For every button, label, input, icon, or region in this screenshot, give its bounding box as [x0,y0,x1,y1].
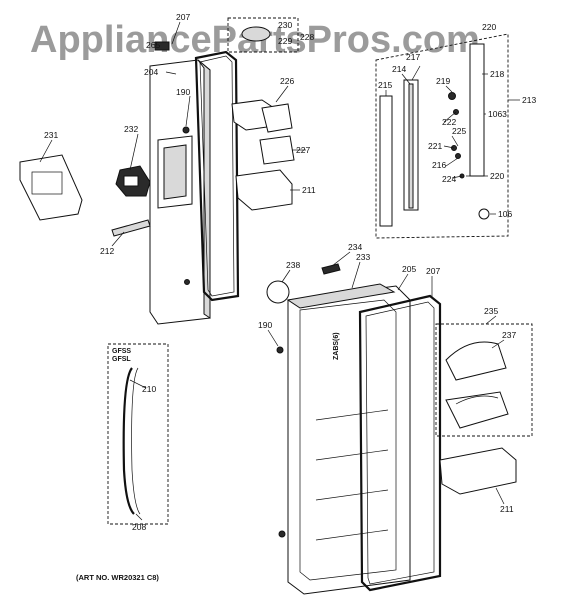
callout-237: 237 [502,330,516,340]
callout-224: 224 [442,174,456,184]
callout-215: 215 [378,80,392,90]
callout-226: 226 [280,76,294,86]
handle-model-gfsl: GFSL [112,356,131,363]
callout-210: 210 [142,384,156,394]
callout-106: 106 [498,209,512,219]
fresh-food-door-outer [287,285,411,595]
bar-215 [379,95,393,227]
bar-217 [408,83,414,209]
door-screw-fresh-lower [278,530,286,538]
callout-219: 219 [436,76,450,86]
callout-234: 234 [348,242,362,252]
top-cap [154,41,170,51]
door-top-trim [286,283,396,309]
callout-232: 232 [124,124,138,134]
bin-237-lower-curve [455,395,499,405]
fresh-food-bins [439,341,517,495]
handle-kit-box [107,343,169,525]
shelf-bin-227 [259,135,295,165]
door-screw-fresh-upper [276,346,284,354]
shelf-bin-211-upper [235,169,293,211]
control-assembly-box [375,33,509,239]
callout-231: 231 [44,130,58,140]
door-shelf-rib-1 [315,409,389,421]
freezer-door-assembly [149,41,240,325]
callout-221: 221 [428,141,442,151]
callout-1063: 1063 [488,109,507,119]
callout-222: 222 [442,117,456,127]
control-panel-screen [31,171,63,195]
callout-205: 205 [402,264,416,274]
callout-204: 204 [144,67,158,77]
part-106 [478,208,490,220]
callout-211-lower: 211 [500,504,514,514]
cap-238 [266,280,290,304]
callout-207-bottom: 207 [426,266,440,276]
door-stamp: ZABS(6) [333,332,340,360]
freezer-gasket-inner [199,55,235,297]
bin-cover-237 [445,341,507,381]
callout-190-lower: 190 [258,320,272,330]
callout-190-upper: 190 [176,87,190,97]
callout-229: 229 [278,36,292,46]
door-bracket [321,263,341,275]
control-panel-body [19,154,83,221]
callout-228: 228 [300,32,314,42]
callout-233: 233 [356,252,370,262]
shelf-bin-226-right [261,103,293,133]
bin-211-lower [439,447,517,495]
callout-218: 218 [490,69,504,79]
dispenser-module [115,165,151,197]
freezer-door-bins [231,99,295,211]
bar-218 [469,43,485,177]
bin-kit-box [435,323,533,437]
callout-214: 214 [392,64,406,74]
part-219 [448,92,456,100]
part-216 [455,153,461,159]
light-lens [111,219,151,237]
dispenser-switch [123,175,139,187]
freezer-door-gasket [194,50,240,302]
art-number: (ART NO. WR20321 C8) [76,573,159,582]
bin-237-lower [445,391,509,429]
hinge-part [241,26,271,42]
dispenser-cavity [163,144,187,200]
door-shelf-rib-3 [315,489,389,501]
fresh-food-door-liner [299,299,397,581]
callout-216: 216 [432,160,446,170]
control-assembly [379,43,485,227]
callout-217: 217 [406,52,420,62]
door-shelf-rib-4 [315,529,389,541]
leader-lines [39,21,520,521]
callout-220-bottom: 220 [490,171,504,181]
handle-model-gfss: GFSS [112,348,131,355]
callout-207-top: 207 [176,12,190,22]
callout-212: 212 [100,246,114,256]
door-shelf-rib-2 [315,449,389,461]
callout-238: 238 [286,260,300,270]
fresh-food-gasket-inner [365,301,435,585]
callout-227: 227 [296,145,310,155]
control-panel [19,154,83,221]
door-screw-lower [184,279,190,285]
door-handle-edge [131,367,141,515]
fresh-food-door-assembly: ZABS(6) [276,263,442,595]
callout-230: 230 [278,20,292,30]
callout-213: 213 [522,95,536,105]
hinge-kit-box [227,17,299,53]
callout-225: 225 [452,126,466,136]
callout-235: 235 [484,306,498,316]
callout-211-upper: 211 [302,185,316,195]
callout-265: 265 [146,40,160,50]
door-handle [122,367,135,515]
callout-220-top: 220 [482,22,496,32]
door-screw-upper [182,126,190,134]
fresh-food-gasket [358,294,442,592]
callout-208: 208 [132,522,146,532]
